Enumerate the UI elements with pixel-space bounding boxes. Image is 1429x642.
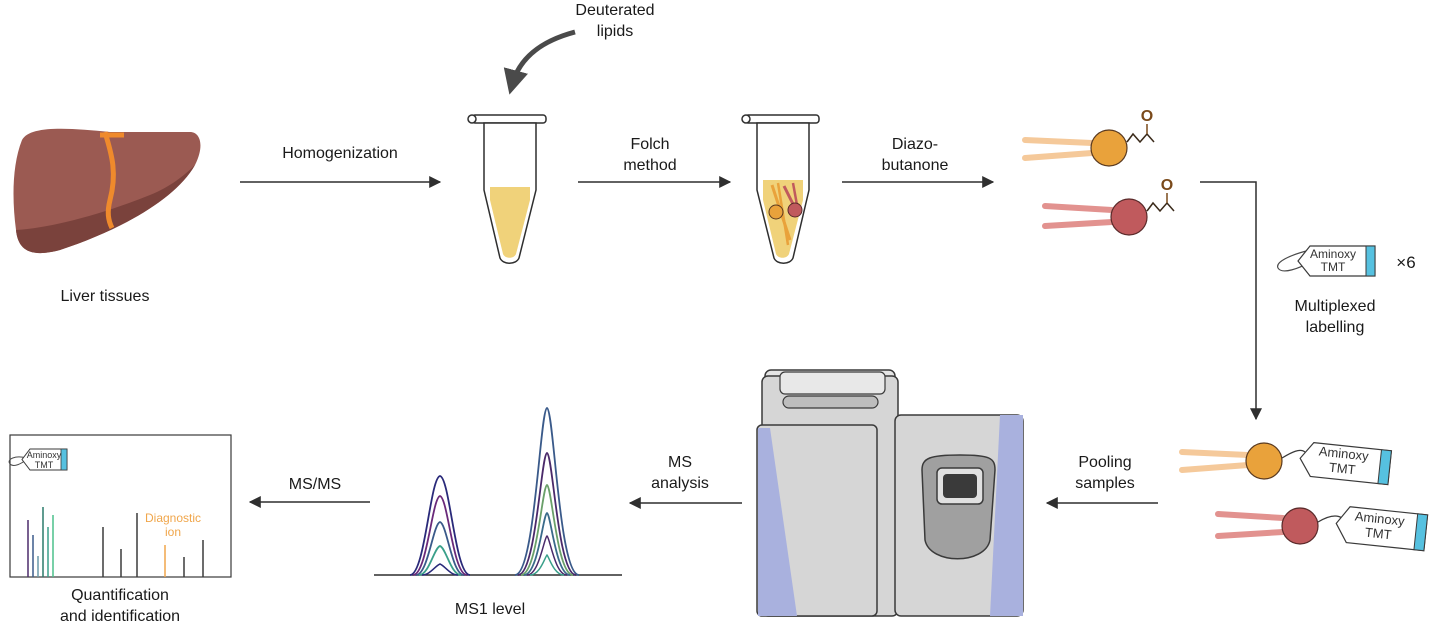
label-ms-analysis: MS analysis [651, 454, 709, 492]
labelled-lipid-orange-icon [1179, 442, 1393, 486]
label-diazobutanone: Diazo- butanone [881, 136, 949, 174]
label-multiplexed-labelling: Multiplexed labelling [1294, 298, 1376, 336]
label-pooling-samples: Pooling samples [1075, 454, 1135, 492]
label-ms1-level: MS1 level [454, 601, 526, 618]
liver-icon [13, 128, 201, 254]
tube-folch-icon [741, 114, 820, 264]
carbonyl-o-label: O [1160, 177, 1174, 194]
label-liver-tissues: Liver tissues [60, 288, 150, 305]
tube-homogenate-icon [467, 114, 547, 264]
msms-spectrum-icon [8, 434, 232, 578]
labelled-lipid-red-icon [1215, 506, 1429, 552]
label-deuterated-lipids: Deuterated lipids [575, 2, 655, 40]
label-homogenization: Homogenization [282, 145, 398, 162]
mass-spectrometer-icon [756, 369, 1024, 617]
label-multiplier: ×6 [1396, 253, 1416, 272]
label-diagnostic-ion: Diagnostic ion [144, 511, 202, 539]
ms1-chromatogram-icon [374, 407, 622, 576]
label-ms-ms: MS/MS [288, 476, 342, 493]
arrow-multiplexed [1200, 181, 1262, 421]
label-quantification: Quantification and identification [59, 587, 181, 625]
lipid-orange-icon [1022, 124, 1155, 167]
lipid-red-icon [1042, 193, 1175, 236]
curved-arrow-deuterated [503, 29, 576, 95]
carbonyl-o-label: O [1140, 108, 1154, 125]
label-folch-method: Folch method [623, 136, 677, 174]
tmt-tag-icon [1277, 245, 1376, 277]
